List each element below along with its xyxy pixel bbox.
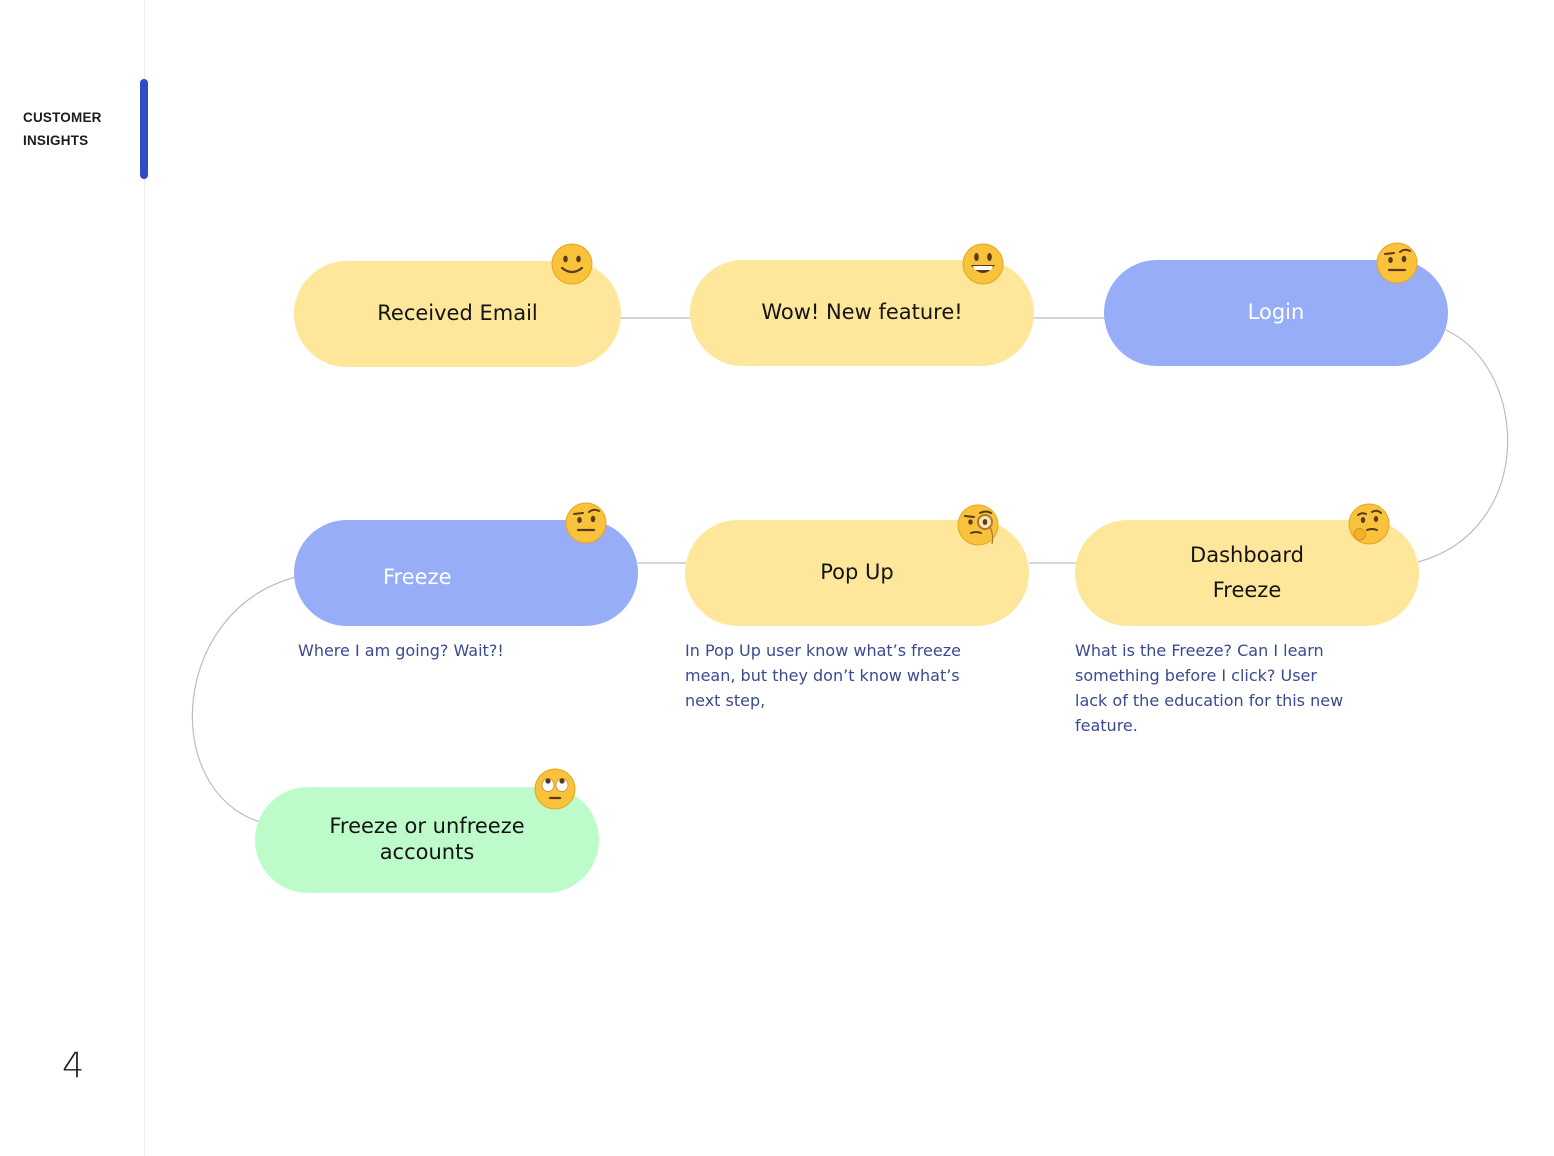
step-label: Freeze or unfreeze accounts bbox=[329, 814, 525, 864]
page-number: 4 bbox=[62, 1046, 85, 1086]
note-freeze: Where I am going? Wait?! bbox=[298, 641, 504, 660]
step-label: Pop Up bbox=[820, 560, 894, 585]
sidebar: CUSTOMER INSIGHTS 4 bbox=[0, 0, 145, 1156]
connector-freeze-to-final bbox=[191, 576, 297, 823]
section-label: CUSTOMER INSIGHTS bbox=[23, 110, 102, 148]
note-dashboard-freeze: What is the Freeze? Can I learn somethin… bbox=[1075, 641, 1344, 735]
eye-roll-face-icon bbox=[534, 768, 576, 810]
slightly-smiling-face-icon bbox=[551, 243, 593, 285]
step-label: Wow! New feature! bbox=[761, 300, 963, 325]
step-freeze-or-unfreeze: Freeze or unfreeze accounts bbox=[255, 787, 599, 893]
note-pop-up: In Pop Up user know what’s freeze mean, … bbox=[685, 641, 961, 710]
grinning-face-icon bbox=[962, 243, 1004, 285]
monocle-face-icon bbox=[957, 504, 999, 546]
step-label: Freeze bbox=[383, 565, 452, 590]
step-label: Dashboard Freeze bbox=[1190, 543, 1304, 602]
thinking-face-icon bbox=[1348, 503, 1390, 545]
raised-eyebrow-face-icon bbox=[1376, 242, 1418, 284]
connector-login-to-dashboard bbox=[1417, 329, 1509, 563]
sidebar-accent-bar bbox=[140, 79, 148, 179]
raised-eyebrow-face-icon bbox=[565, 502, 607, 544]
step-label: Login bbox=[1247, 300, 1305, 325]
step-label: Received Email bbox=[377, 301, 538, 326]
